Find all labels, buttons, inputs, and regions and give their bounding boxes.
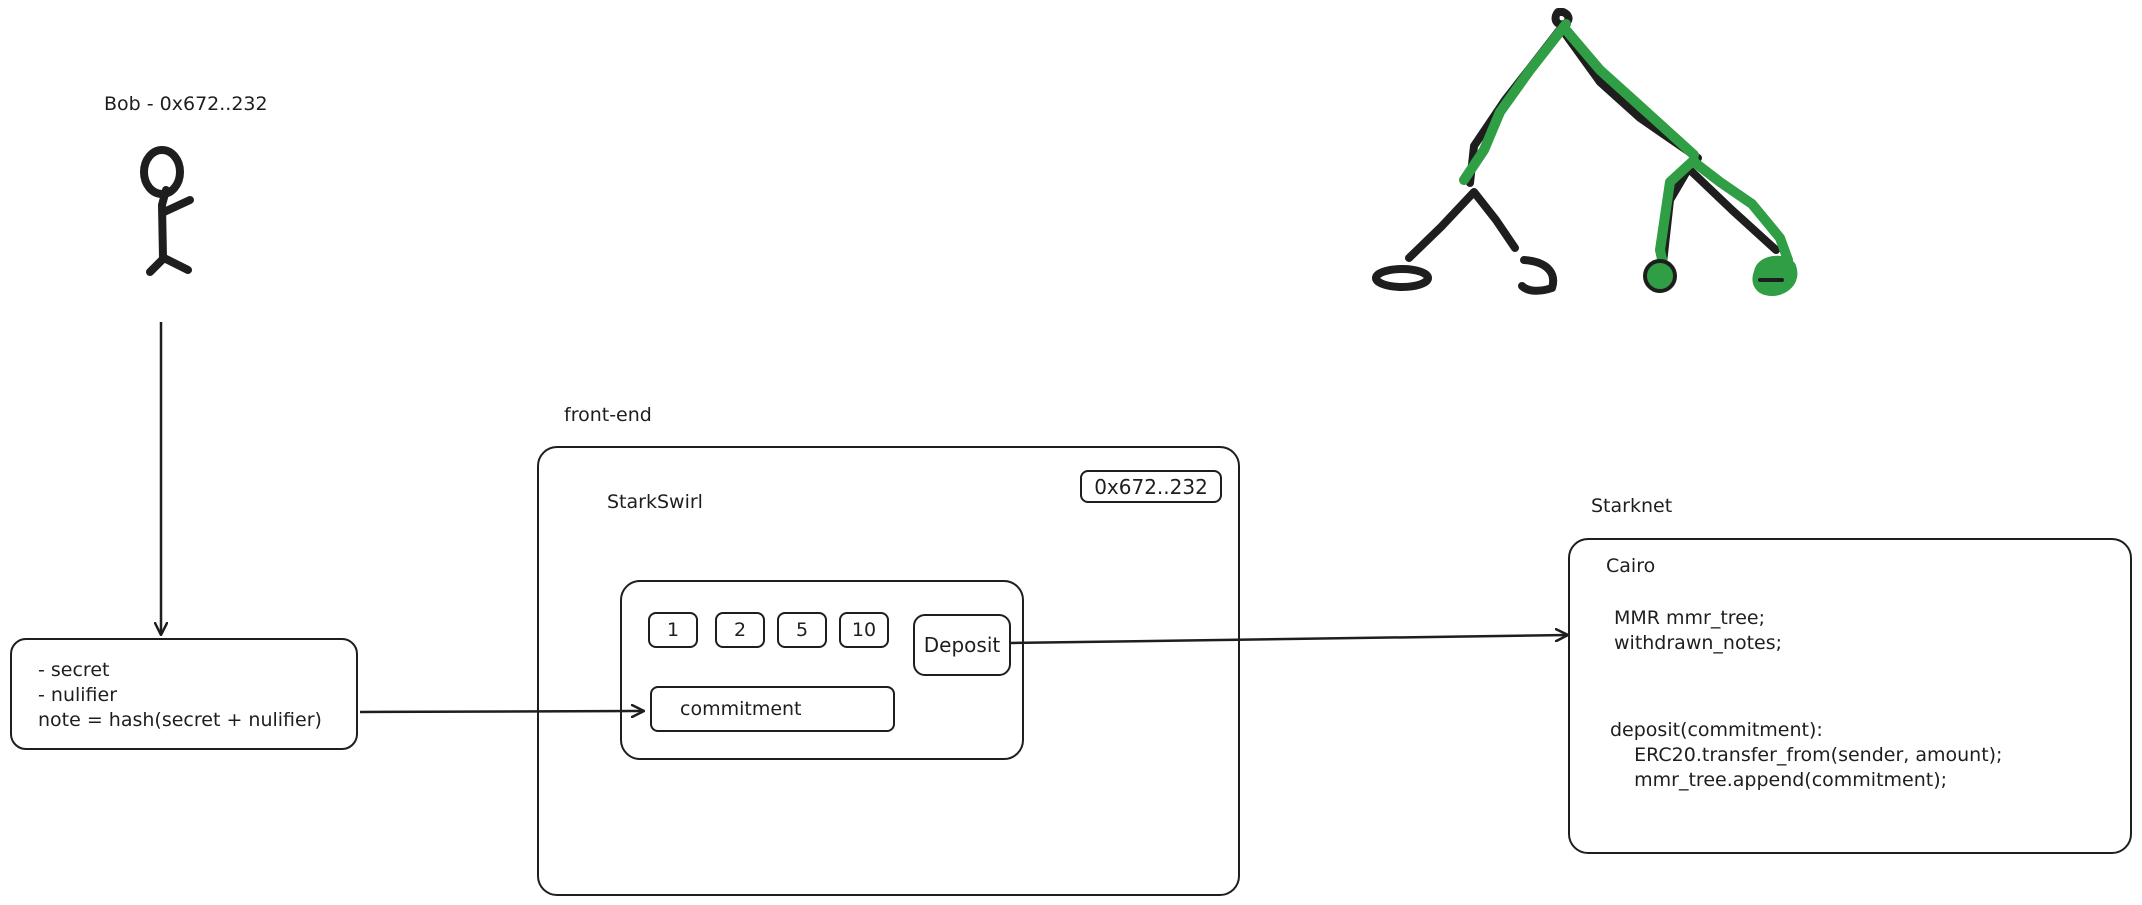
code-line-2: withdrawn_notes; (1614, 632, 1783, 654)
code-line-7: mmr_tree.append(commitment); (1610, 769, 1948, 791)
app-name: StarkSwirl (607, 491, 703, 513)
note-line-secret: - secret (38, 659, 110, 681)
code-line-6: ERC20.transfer_from(sender, amount); (1610, 744, 2003, 766)
arrow-note-to-commitment (359, 711, 643, 712)
frontend-section-label: front-end (564, 404, 652, 426)
stick-figure-icon (140, 146, 194, 276)
amount-option-2[interactable]: 2 (715, 612, 765, 648)
deposit-panel: 1 2 5 10 Deposit commitment (620, 580, 1024, 760)
amount-option-1[interactable]: 1 (648, 612, 698, 648)
starknet-section-label: Starknet (1591, 495, 1673, 517)
code-line-5: deposit(commitment): (1610, 719, 1823, 741)
commitment-field[interactable]: commitment (650, 686, 895, 732)
amount-option-5[interactable]: 5 (777, 612, 827, 648)
merkle-tree-icon (1372, 8, 1798, 296)
arrow-deposit-to-contract (1010, 635, 1567, 645)
frontend-window: StarkSwirl 0x672..232 1 2 5 10 Deposit c… (537, 446, 1240, 896)
amount-option-10[interactable]: 10 (839, 612, 889, 648)
cairo-contract-box: Cairo MMR mmr_tree; withdrawn_notes; dep… (1568, 538, 2132, 854)
wallet-address-badge[interactable]: 0x672..232 (1080, 470, 1222, 503)
note-line-nulifier: - nulifier (38, 684, 118, 706)
note-line-hash: note = hash(secret + nulifier) (38, 709, 322, 731)
code-line-1: MMR mmr_tree; (1614, 607, 1765, 629)
note-box: - secret - nulifier note = hash(secret +… (10, 638, 358, 750)
deposit-button[interactable]: Deposit (913, 614, 1011, 676)
user-label: Bob - 0x672..232 (104, 93, 268, 115)
cairo-label: Cairo (1606, 555, 1656, 577)
